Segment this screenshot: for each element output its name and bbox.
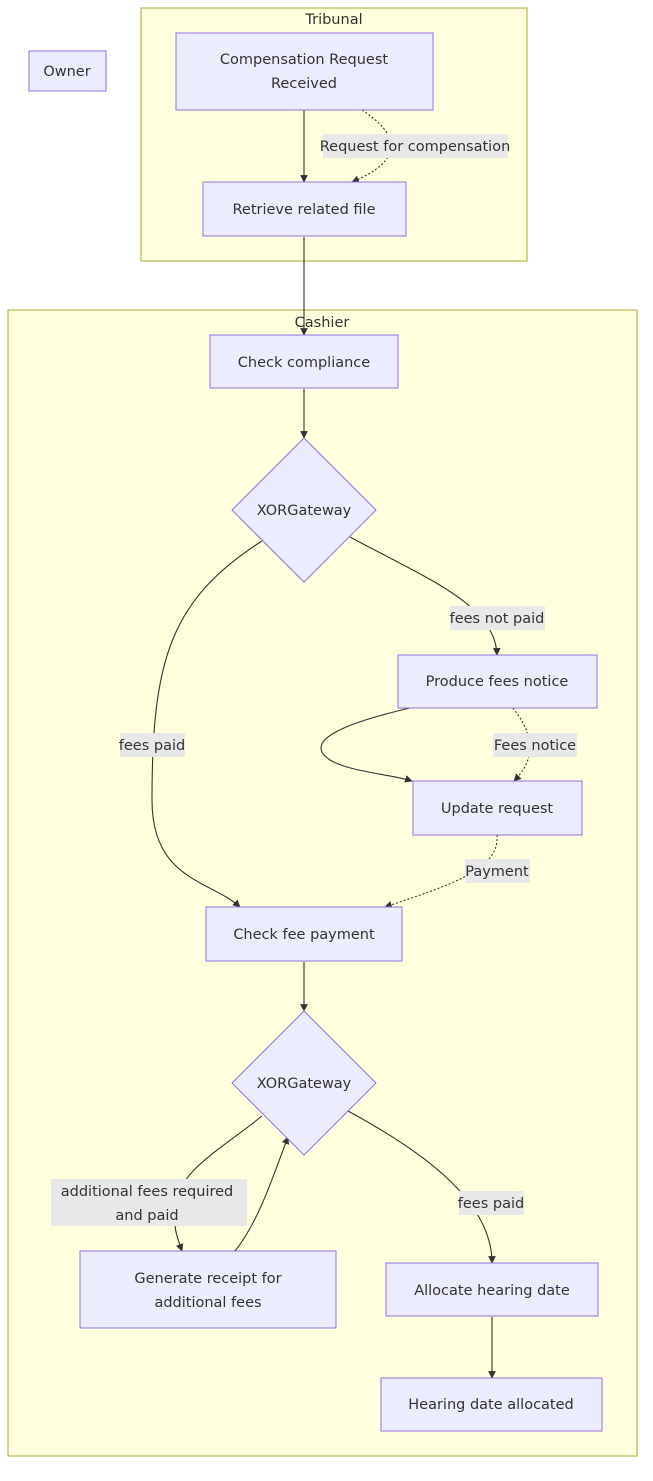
node-xor-gateway-2[interactable]: XORGateway (231, 1010, 377, 1156)
svg-text:XORGateway: XORGateway (257, 503, 352, 519)
node-produce-fees-notice[interactable]: Produce fees notice (397, 654, 598, 709)
edge-label-additional-fees: additional fees required and paid (51, 1179, 247, 1226)
svg-text:Check compliance: Check compliance (238, 355, 370, 371)
node-generate-receipt[interactable]: Generate receipt for additional fees (79, 1250, 337, 1329)
svg-text:additional fees required: additional fees required (61, 1184, 234, 1200)
svg-text:and paid: and paid (115, 1208, 178, 1224)
svg-text:Produce fees notice: Produce fees notice (426, 674, 569, 690)
svg-text:Compensation Request: Compensation Request (220, 52, 388, 68)
edge-label-payment: Payment (465, 859, 530, 883)
edge-label-fees-notice: Fees notice (493, 733, 577, 757)
svg-text:fees paid: fees paid (119, 738, 185, 754)
node-xor-gateway-1[interactable]: XORGateway (231, 437, 377, 583)
node-hearing-date-allocated[interactable]: Hearing date allocated (380, 1377, 603, 1432)
node-check-compliance[interactable]: Check compliance (209, 334, 399, 389)
edge-label-fees-paid-1: fees paid (119, 733, 185, 757)
svg-text:fees not paid: fees not paid (450, 611, 545, 627)
svg-text:fees paid: fees paid (458, 1196, 524, 1212)
svg-text:Hearing date allocated: Hearing date allocated (408, 1397, 574, 1413)
svg-text:Payment: Payment (465, 864, 529, 880)
edge-label-request-for-compensation: Request for compensation (320, 134, 511, 158)
svg-text:Generate receipt for: Generate receipt for (134, 1271, 281, 1287)
svg-text:Fees notice: Fees notice (494, 738, 576, 754)
edge-fees-not-paid (349, 536, 501, 656)
svg-text:Update request: Update request (441, 801, 554, 817)
svg-text:XORGateway: XORGateway (257, 1076, 352, 1092)
edge-label-fees-paid-2: fees paid (458, 1191, 524, 1215)
edge-label-fees-not-paid: fees not paid (450, 606, 545, 630)
edge-fees-paid-2 (347, 1110, 496, 1264)
edge-notice-to-update-solid (320, 707, 413, 783)
svg-text:Allocate hearing date: Allocate hearing date (414, 1283, 570, 1299)
cluster-cashier-title: Cashier (295, 315, 350, 331)
edge-receipt-to-gateway2 (234, 1136, 290, 1252)
svg-text:additional fees: additional fees (154, 1295, 261, 1311)
edge-fees-paid-1 (151, 540, 263, 908)
svg-text:Request for compensation: Request for compensation (320, 139, 511, 155)
node-owner[interactable]: Owner (28, 50, 107, 92)
edge-fees-notice (512, 707, 531, 782)
node-retrieve-related-file[interactable]: Retrieve related file (202, 181, 407, 237)
node-compensation-request-received[interactable]: Compensation Request Received (175, 32, 434, 111)
svg-text:Received: Received (271, 76, 337, 92)
node-update-request[interactable]: Update request (412, 780, 583, 836)
svg-text:Check fee payment: Check fee payment (233, 927, 375, 943)
cluster-tribunal-title: Tribunal (304, 12, 362, 28)
node-allocate-hearing-date[interactable]: Allocate hearing date (385, 1262, 599, 1317)
svg-text:Owner: Owner (43, 64, 90, 80)
node-check-fee-payment[interactable]: Check fee payment (205, 906, 403, 962)
svg-text:Retrieve related file: Retrieve related file (232, 202, 375, 218)
